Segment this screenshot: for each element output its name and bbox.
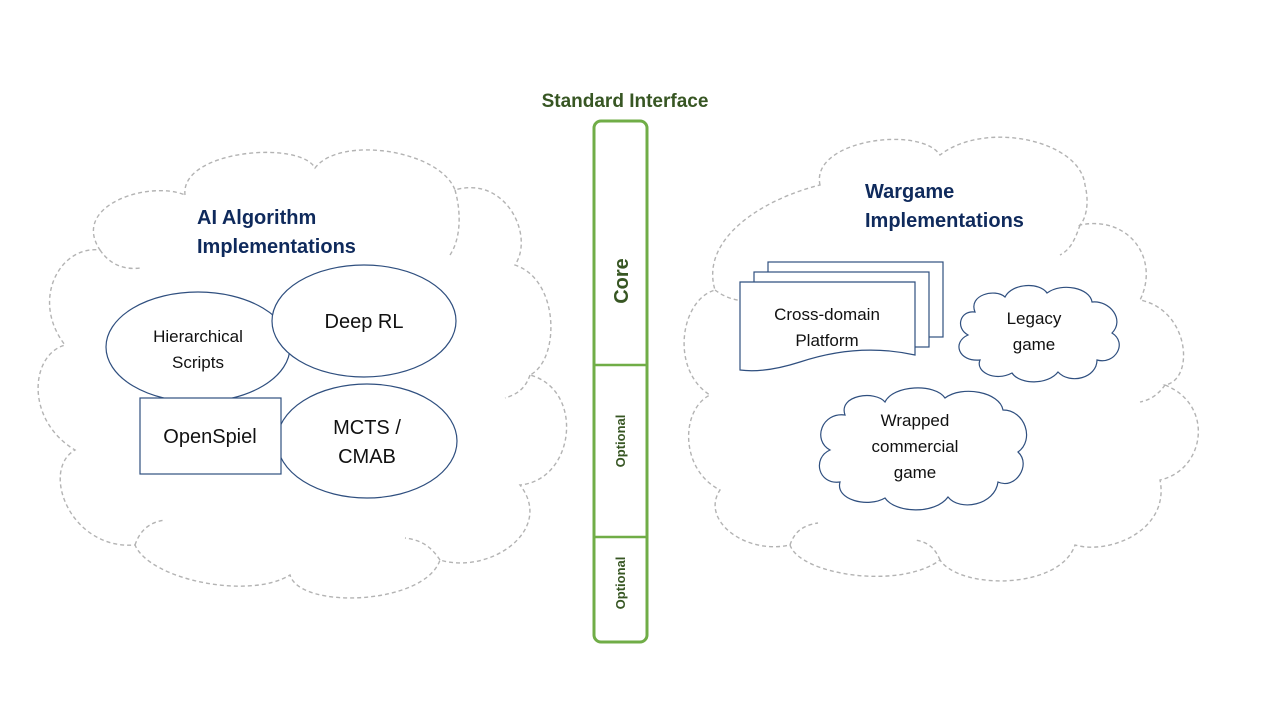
wargame-cloud-outline (683, 136, 1200, 582)
interface-core-label: Core (611, 258, 633, 304)
deep-rl-label: Deep RL (325, 311, 404, 333)
hierarchical-scripts-label-2: Scripts (172, 353, 224, 372)
interface-title: Standard Interface (542, 91, 709, 112)
ai-cloud-title-2: Implementations (197, 236, 356, 258)
wargame-cloud-title-2: Implementations (865, 210, 1024, 232)
platform-doc-front (739, 281, 916, 372)
cross-domain-platform-node (739, 261, 944, 372)
ai-cloud: AI Algorithm Implementations Hierarchica… (37, 149, 568, 599)
wargame-cloud-title: Wargame (865, 181, 954, 203)
ai-cloud-fold (99, 189, 531, 561)
hierarchical-scripts-node (105, 291, 291, 403)
ai-cloud-outline (37, 149, 568, 599)
wrapped-game-label-3: game (894, 463, 937, 482)
wargame-cloud-fold (714, 224, 1166, 561)
legacy-game-label-2: game (1013, 335, 1056, 354)
platform-label-2: Platform (795, 331, 858, 350)
deep-rl-node (271, 264, 457, 378)
ai-cloud-title: AI Algorithm (197, 207, 316, 229)
mcts-cmab-label: MCTS / (333, 417, 401, 439)
hierarchical-scripts-label: Hierarchical (153, 327, 243, 346)
platform-label: Cross-domain (774, 305, 880, 324)
mcts-cmab-node (276, 383, 458, 499)
openspiel-node (139, 397, 282, 475)
interface-optional-label-1: Optional (613, 415, 628, 468)
wrapped-commercial-game-node (818, 387, 1028, 511)
interface-optional-label-2: Optional (613, 557, 628, 610)
wargame-cloud: Wargame Implementations Cross-domain Pla… (683, 136, 1200, 582)
mcts-cmab-label-2: CMAB (338, 446, 396, 468)
interface-bar (592, 119, 649, 644)
openspiel-label: OpenSpiel (163, 426, 256, 448)
wrapped-game-label-2: commercial (872, 437, 959, 456)
legacy-game-label: Legacy (1007, 309, 1062, 328)
legacy-game-node (958, 285, 1120, 383)
standard-interface: Standard Interface Core Optional Optiona… (542, 91, 709, 644)
wrapped-game-label: Wrapped (881, 411, 950, 430)
